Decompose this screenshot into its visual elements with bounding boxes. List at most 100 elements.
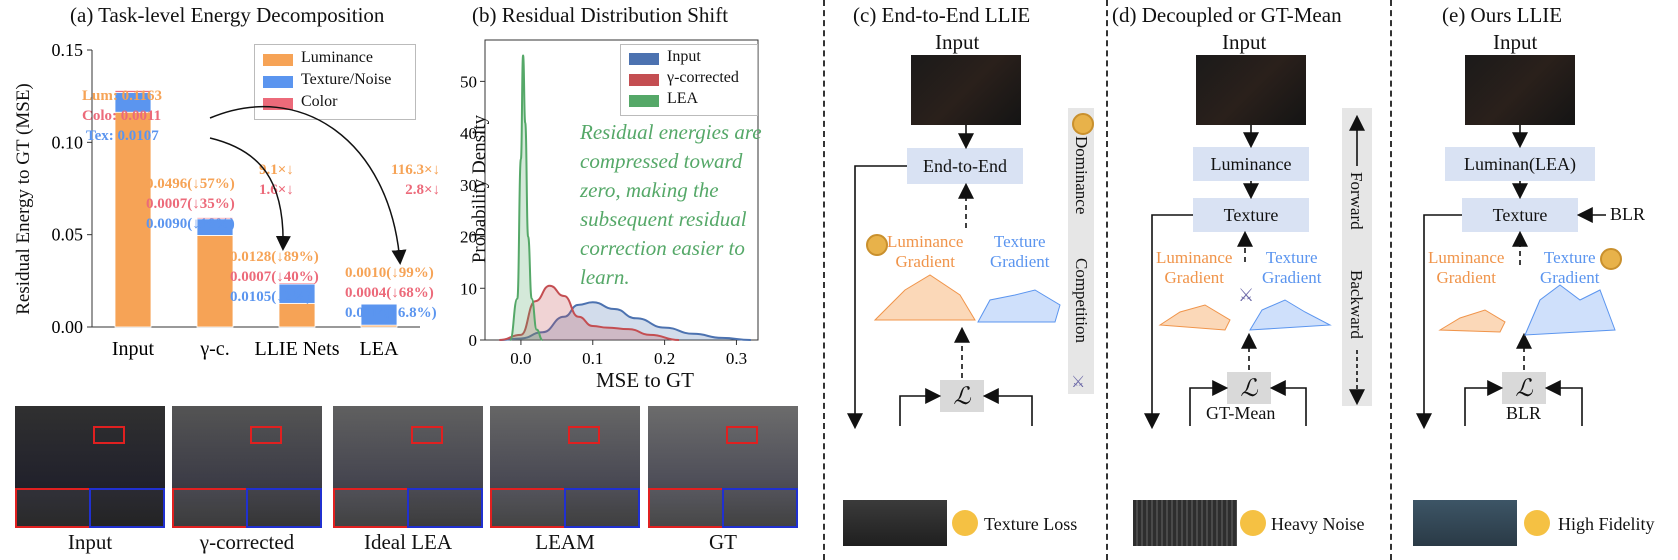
zoom-crop-blue (564, 488, 640, 528)
medal-icon (1072, 113, 1094, 135)
legend-label-gamma: γ-corrected (667, 69, 739, 86)
y-tick-label: 0.00 (52, 317, 84, 337)
y-tick-label: 20 (460, 228, 477, 247)
annotation-input-colo: Colo: 0.0011 (82, 108, 162, 124)
y-tick-label: 10 (460, 279, 477, 298)
zoom-box-red (250, 426, 282, 444)
panel-d-result: Heavy Noise (1271, 514, 1365, 534)
zoom-crop-blue (722, 488, 798, 528)
smile-face-icon (1524, 510, 1550, 536)
zoom-crop-red (333, 488, 409, 528)
panel-a-bars (114, 90, 398, 328)
thumbnail-label-3: LEAM (535, 530, 595, 554)
arrow-c-out-loss (899, 388, 942, 426)
annotation-input: Lum: 0.1163 Colo: 0.0011 Tex: 0.0107 (82, 86, 162, 146)
tex-grad-line1: Texture (1543, 248, 1596, 267)
panel-e-loss-label: BLR (1506, 403, 1542, 423)
zoom-crop-blue (89, 488, 165, 528)
y-tick-label: 0.15 (52, 40, 84, 60)
density-line-lea (509, 54, 543, 341)
panel-c-input-image (911, 55, 1021, 125)
plot-frame (484, 39, 759, 341)
panel-e-input-label: Input (1493, 30, 1538, 54)
panel-d-input-label: Input (1222, 30, 1267, 54)
y-tick-label: 50 (460, 72, 477, 91)
note-line-6: learn. (580, 265, 630, 289)
legend-label-lea: LEA (667, 90, 699, 107)
x-tick-label: Input (112, 338, 155, 360)
annotation-gamma-tex: 0.0090(↓16%) (146, 216, 235, 232)
annotation-input-lum: Lum: 0.1163 (82, 88, 163, 104)
panel-b-title: (b) Residual Distribution Shift (472, 3, 729, 27)
arrow-d-out-loss (1189, 380, 1229, 426)
thumbnail-3 (490, 406, 640, 528)
tex-grad-line2: Gradient (1540, 268, 1600, 287)
panel-d-crop-image (1133, 500, 1237, 546)
legend-swatch-input (629, 53, 659, 65)
separator-1 (823, 0, 825, 560)
legend-label-input: Input (667, 48, 701, 65)
thumbnail-2 (333, 406, 483, 528)
x-tick-label: LLIE Nets (255, 338, 340, 360)
tex-surface-d (1249, 299, 1332, 331)
tex-grad-line2: Gradient (990, 252, 1050, 271)
annotation-lea-colo: 0.0004(↓68%) (345, 285, 434, 301)
note-line-5: correction easier to (580, 236, 745, 260)
panel-c-title: (c) End-to-End LLIE (853, 3, 1031, 27)
bar-color-1 (196, 217, 234, 220)
thumbnail-0 (15, 406, 165, 528)
lum-grad-line2: Gradient (1164, 268, 1224, 287)
note-line-3: zero, making the (580, 178, 719, 202)
panel-e-loss-box: ℒ (1502, 372, 1546, 404)
thumbnail-4 (648, 406, 798, 528)
annotation-lea: 0.0010(↓99%) 0.0004(↓68%) 0.0114(↑6.8%) (345, 263, 437, 323)
panel-d-input-image (1196, 55, 1306, 125)
gradient-surfaces (873, 274, 1616, 336)
note-line-1: Residual energies are (580, 120, 762, 144)
lum-surface-d (1158, 304, 1231, 331)
y-tick-label: 0.10 (52, 132, 84, 152)
lum-grad-line1: Luminance (1156, 248, 1233, 267)
zoom-crop-red (490, 488, 566, 528)
y-tick-label: 0.05 (52, 225, 84, 245)
medal-icon (866, 234, 888, 256)
x-tick-label: γ-c. (199, 338, 229, 360)
panel-d-lum-grad: Luminance Gradient (1156, 248, 1232, 288)
x-tick-label: 0.1 (582, 349, 603, 368)
swords-icon: ⚔ (1071, 374, 1086, 391)
thumbnail-label-1: γ-corrected (199, 530, 295, 554)
annotation-gamma: 0.0496(↓57%) 0.0007(↓35%) 0.0090(↓16%) (146, 174, 235, 234)
lum-surface-e (1438, 309, 1506, 333)
panel-b-xlabel: MSE to GT (596, 368, 695, 392)
lum-grad-line2: Gradient (895, 252, 955, 271)
panel-d-loss-box: ℒ (1227, 372, 1271, 404)
separator-3 (1390, 0, 1392, 560)
thumbnail-label-2: Ideal LEA (363, 530, 453, 554)
panel-d-backward: Backward (1347, 270, 1366, 339)
arrow-to-llie (209, 137, 291, 251)
panel-e-blr-side: BLR (1610, 204, 1646, 224)
x-tick-label: LEA (360, 338, 399, 360)
zoom-box-red (568, 426, 600, 444)
panel-e-input-image (1465, 55, 1575, 125)
panel-a-legend: Luminance Texture/Noise Color (254, 44, 416, 120)
panel-d-forward: Forward (1347, 172, 1366, 230)
thumbnail-1 (172, 406, 322, 528)
lum-grad-line1: Luminance (887, 232, 964, 251)
annotation-llie: 0.0128(↓89%) 0.0007(↓40%) 0.0105(↓2%) (230, 247, 319, 307)
panel-d-tex-grad: Texture Gradient (1262, 248, 1321, 288)
tex-surface-c (977, 289, 1061, 323)
y-tick-label: 0 (469, 331, 478, 350)
panel-c-end-to-end-box: End-to-End (907, 148, 1023, 184)
legend-swatch-gamma (629, 74, 659, 86)
arrow-e-left (1416, 214, 1462, 430)
panel-e-luminan-box: Luminan(LEA) (1445, 147, 1595, 181)
x-tick-label: 0.3 (726, 349, 747, 368)
tex-surface-e (1524, 284, 1616, 336)
panel-a-arrows (209, 105, 407, 265)
annotation-lea-fold-lum: 116.3×↓ (391, 162, 440, 178)
annotation-gamma-lum: 0.0496(↓57%) (146, 176, 235, 192)
thumbnail-label-0: Input (67, 530, 113, 554)
